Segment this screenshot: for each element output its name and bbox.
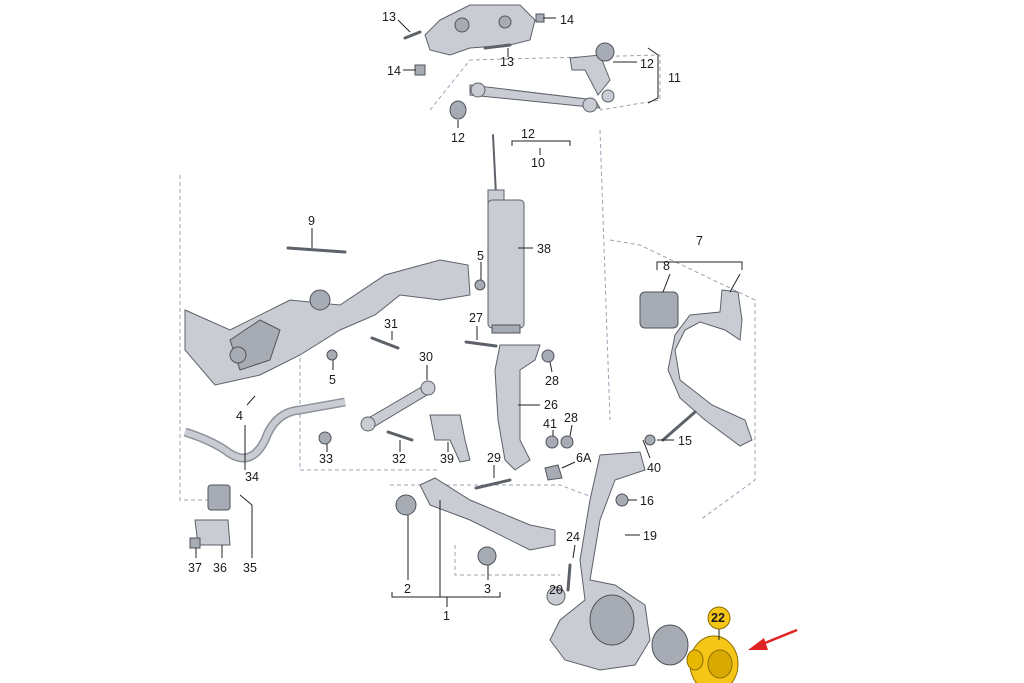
highlight-arrow <box>748 628 798 650</box>
label-1: 1 <box>443 609 450 623</box>
label-20: 20 <box>549 583 563 597</box>
stabilizer-bar <box>183 349 346 549</box>
label-5-upper: 5 <box>477 249 484 263</box>
label-11: 11 <box>668 71 681 85</box>
label-4: 4 <box>236 409 243 423</box>
label-10: 10 <box>531 156 545 170</box>
label-19: 19 <box>643 529 657 543</box>
label-14-top: 14 <box>560 13 574 27</box>
label-28-lower: 28 <box>564 411 578 425</box>
label-41: 41 <box>543 417 557 431</box>
label-16: 16 <box>640 494 654 508</box>
label-14-mid: 14 <box>387 64 401 78</box>
upper-control-arms <box>449 42 615 120</box>
label-37: 37 <box>188 561 202 575</box>
label-12-center: 12 <box>521 127 535 141</box>
label-30: 30 <box>419 350 433 364</box>
label-12-left: 12 <box>451 131 465 145</box>
label-13-top: 13 <box>382 10 396 24</box>
subframe <box>184 246 486 386</box>
coupling-links <box>360 336 498 463</box>
label-8: 8 <box>663 259 670 273</box>
label-35: 35 <box>243 561 257 575</box>
label-33: 33 <box>319 452 333 466</box>
label-38: 38 <box>537 242 551 256</box>
label-27: 27 <box>469 311 483 325</box>
label-29: 29 <box>487 451 501 465</box>
leader-lines <box>195 17 743 640</box>
label-5-lower: 5 <box>329 373 336 387</box>
strut-fork <box>474 344 574 490</box>
label-40: 40 <box>647 461 661 475</box>
label-13-mid: 13 <box>500 55 514 69</box>
label-24: 24 <box>566 530 580 544</box>
label-32: 32 <box>392 452 406 466</box>
wheel-hub <box>686 635 739 683</box>
label-26: 26 <box>544 398 558 412</box>
part-number-labels: 13 14 13 14 12 11 12 12 10 9 38 5 7 8 31… <box>188 10 731 630</box>
label-22-badge <box>707 606 731 630</box>
label-6A: 6A <box>576 451 592 465</box>
label-28-upper: 28 <box>545 374 559 388</box>
upper-mount-bracket <box>403 4 545 76</box>
label-39: 39 <box>440 452 454 466</box>
label-7: 7 <box>696 234 703 248</box>
label-34: 34 <box>245 470 259 484</box>
lower-control-arm <box>395 477 556 566</box>
label-15: 15 <box>678 434 692 448</box>
label-9: 9 <box>308 214 315 228</box>
label-3: 3 <box>484 582 491 596</box>
label-2: 2 <box>404 582 411 596</box>
label-36: 36 <box>213 561 227 575</box>
wheel-bearing-housing <box>546 451 689 671</box>
label-22: 22 <box>711 611 725 625</box>
label-12-right: 12 <box>640 57 654 71</box>
wishbone-arm <box>639 289 753 447</box>
label-31: 31 <box>384 317 398 331</box>
shock-absorber <box>487 134 525 334</box>
